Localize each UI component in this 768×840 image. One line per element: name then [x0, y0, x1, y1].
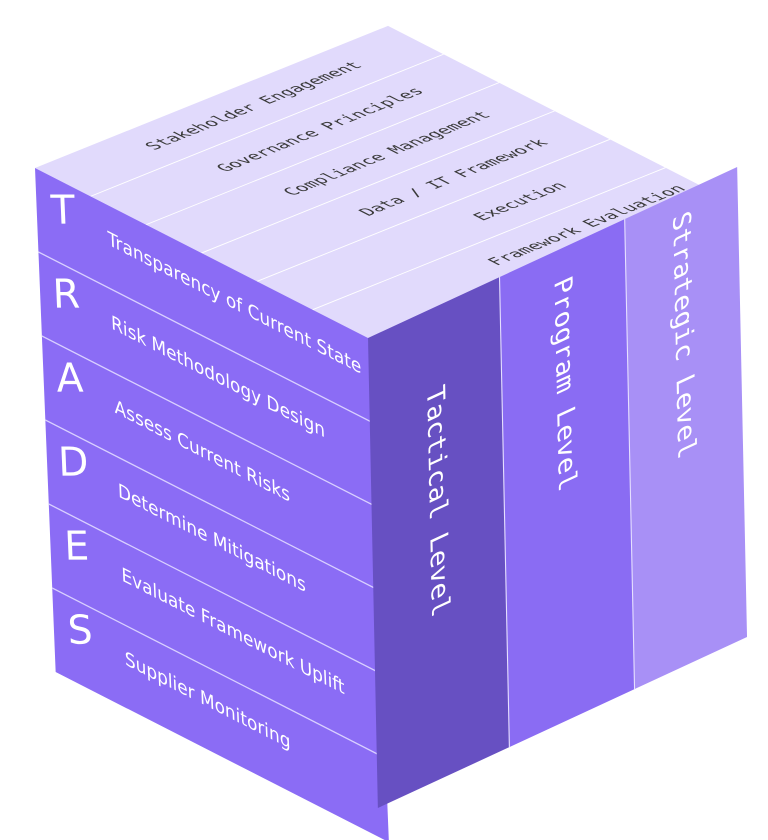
- acronym-letter: S: [67, 607, 94, 653]
- top-row-divider: [145, 82, 500, 225]
- level-label: Program Level: [548, 272, 581, 496]
- top-row-divider: [311, 167, 666, 311]
- top-row-divider: [256, 139, 611, 282]
- left-row-divider: [41, 335, 376, 507]
- acronym-letter: A: [55, 355, 84, 401]
- level-column: [368, 277, 510, 808]
- level-divider: [498, 276, 510, 748]
- left-row-divider: [38, 251, 372, 423]
- level-divider: [624, 218, 636, 690]
- acronym-letter: R: [52, 271, 81, 317]
- acronym-letter: E: [63, 523, 90, 569]
- acronym-letter: T: [49, 187, 77, 233]
- acronym-letter: D: [57, 439, 89, 485]
- right-face: Tactical Level Program Level Strategic Lev…: [368, 167, 748, 808]
- level-label: Strategic Level: [667, 207, 700, 464]
- left-row-divider: [52, 587, 386, 759]
- top-row-divider: [89, 53, 445, 197]
- level-column: [624, 167, 748, 690]
- left-row-divider: [48, 503, 383, 675]
- level-column: [499, 219, 635, 748]
- level-label: Tactical Level: [421, 381, 454, 622]
- left-row-divider: [45, 419, 379, 591]
- top-row-divider: [200, 110, 555, 254]
